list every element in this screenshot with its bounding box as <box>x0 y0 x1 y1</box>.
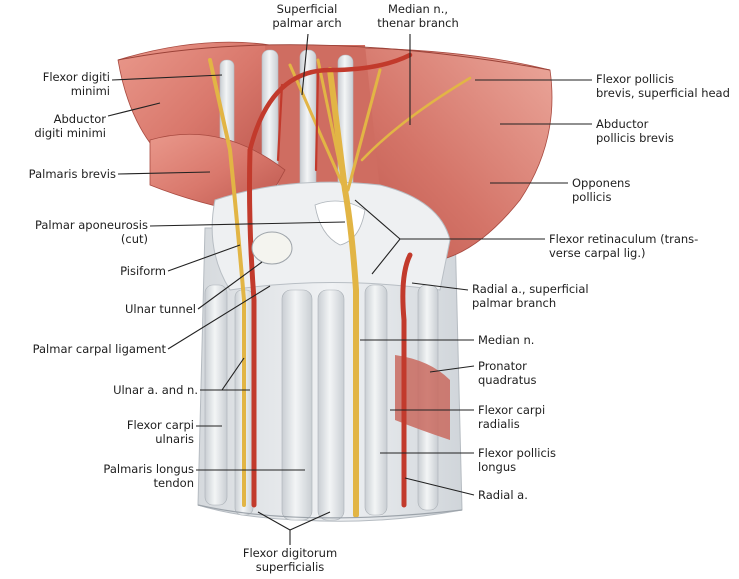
label-palmaris-longus-tendon: Palmaris longus tendon <box>103 462 194 490</box>
label-pisiform: Pisiform <box>120 264 166 278</box>
label-abductor-digiti-minimi: Abductor digiti minimi <box>34 112 106 140</box>
label-flexor-carpi-radialis: Flexor carpi radialis <box>478 403 546 431</box>
palm-cut-edge <box>117 44 551 71</box>
label-palmaris-brevis: Palmaris brevis <box>28 167 116 181</box>
pronator-quadratus-muscle <box>395 355 450 440</box>
label-radial-a: Radial a. <box>478 488 528 502</box>
forearm-cut-edge <box>197 504 463 519</box>
forearm-tendons <box>204 284 439 521</box>
label-ulnar-a-and-n: Ulnar a. and n. <box>113 383 198 397</box>
arteries <box>247 52 413 508</box>
leader-lines <box>107 33 592 545</box>
label-flexor-digitorum-superficialis: Flexor digitorum superficialis <box>242 546 338 574</box>
label-flexor-pollicis-longus: Flexor pollicis longus <box>478 446 556 474</box>
label-median-n: Median n. <box>478 333 535 347</box>
label-flexor-carpi-ulnaris: Flexor carpi ulnaris <box>126 418 194 446</box>
label-flexor-pollicis-brevis: Flexor pollicis brevis, superficial head <box>596 72 730 100</box>
label-ulnar-tunnel: Ulnar tunnel <box>125 302 196 316</box>
label-radial-a-superficial-palmar-branch: Radial a., superficial palmar branch <box>472 282 589 310</box>
label-abductor-pollicis-brevis: Abductor pollicis brevis <box>596 117 674 145</box>
label-palmar-aponeurosis: Palmar aponeurosis (cut) <box>34 218 148 246</box>
label-opponens-pollicis: Opponens pollicis <box>572 176 631 204</box>
label-median-thenar-branch: Median n., thenar branch <box>377 2 459 30</box>
label-palmar-carpal-ligament: Palmar carpal ligament <box>32 342 166 356</box>
nerves <box>208 58 472 518</box>
label-flexor-digiti-minimi: Flexor digiti minimi <box>42 70 110 98</box>
pisiform-bone <box>251 231 293 265</box>
palm-tendons <box>219 49 354 201</box>
label-superficial-palmar-arch: Superficial palmar arch <box>272 2 342 30</box>
label-flexor-retinaculum: Flexor retinaculum (trans- verse carpal … <box>549 232 699 260</box>
label-pronator-quadratus: Pronator quadratus <box>478 359 537 387</box>
